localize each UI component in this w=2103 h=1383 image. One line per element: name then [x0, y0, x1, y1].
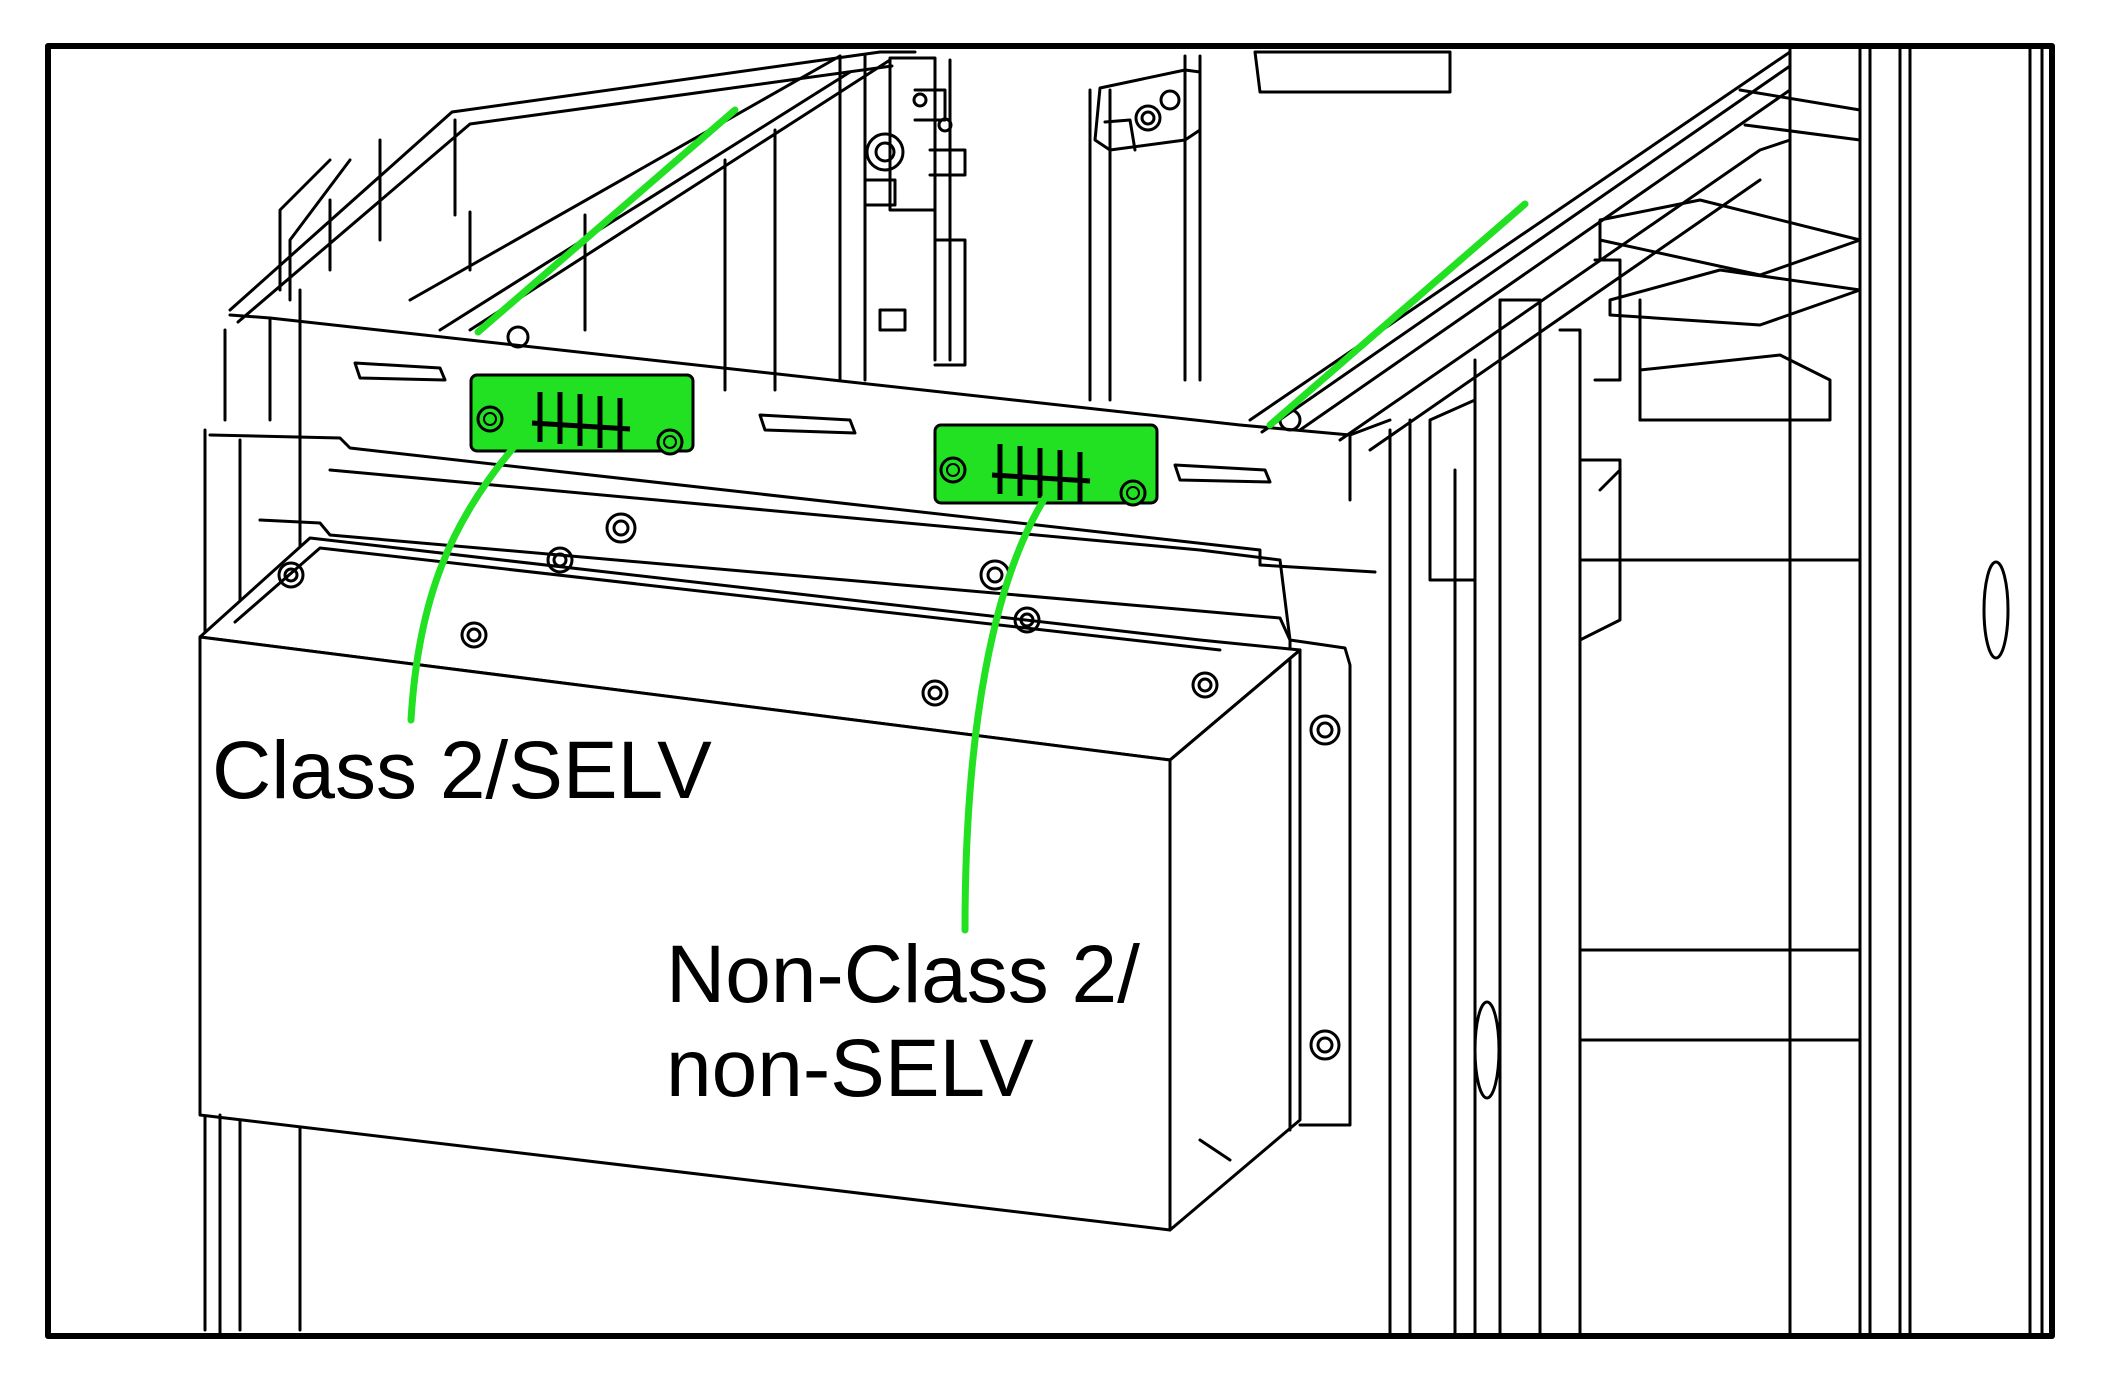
class2-leader-line [407, 436, 524, 724]
front-top-plate [223, 313, 1392, 502]
nonclass2-connector [933, 423, 1159, 507]
figure-frame [45, 43, 2055, 1339]
class2-label: Class 2/SELV [212, 725, 712, 816]
right-posts [1388, 258, 2010, 1338]
nonclass2-label: Non-Class 2/ non-SELV [666, 928, 1140, 1116]
right-shelves [1578, 88, 1862, 1042]
rear-connector-column [863, 56, 967, 367]
class2-connector [469, 373, 695, 456]
nonclass2-label-line1: Non-Class 2/ [666, 929, 1140, 1020]
nonclass2-label-line2: non-SELV [666, 1023, 1034, 1114]
rear-uprights [723, 54, 1202, 402]
highlight-rails [474, 106, 1529, 429]
right-top-rail [1248, 44, 2044, 1338]
left-top-rail [228, 50, 917, 1332]
front-box [198, 536, 1302, 1232]
nonclass2-leader-line [961, 486, 1054, 934]
highlight-rail-right [1266, 200, 1529, 429]
rear-bracket [1093, 68, 1202, 152]
rear-top-plate [1253, 50, 1452, 94]
highlight-rail-left [474, 106, 739, 336]
